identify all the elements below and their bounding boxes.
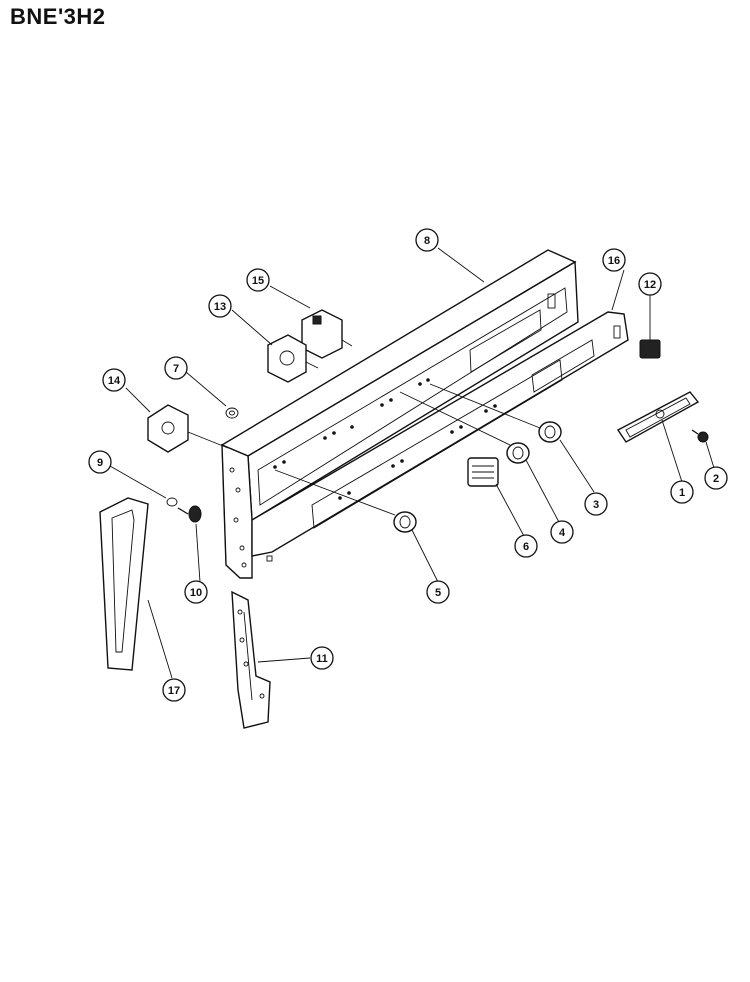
- knob-part-4: [506, 442, 530, 464]
- knob-part-5: [393, 511, 417, 533]
- knob-part-3: [538, 421, 562, 443]
- callout-3: 3: [584, 492, 608, 516]
- callout-label-3: 3: [593, 499, 599, 511]
- callout-13: 13: [208, 294, 232, 318]
- callout-16: 16: [602, 248, 626, 272]
- callout-10: 10: [184, 580, 208, 604]
- callout-label-8: 8: [424, 235, 430, 247]
- callout-label-4: 4: [559, 527, 566, 539]
- callout-9: 9: [88, 450, 112, 474]
- control-panel-part: [220, 249, 579, 579]
- callout-label-11: 11: [316, 653, 328, 665]
- washer-part-9: [166, 497, 178, 507]
- callout-17: 17: [162, 678, 186, 702]
- callout-label-1: 1: [679, 487, 685, 499]
- leader-lines: [109, 247, 715, 679]
- callout-label-9: 9: [97, 457, 103, 469]
- callout-label-16: 16: [608, 255, 620, 267]
- callout-1: 1: [670, 480, 694, 504]
- callout-label-12: 12: [644, 279, 656, 291]
- callout-label-5: 5: [435, 587, 441, 599]
- callout-14: 14: [102, 368, 126, 392]
- switch-part-15: [301, 309, 353, 359]
- callout-7: 7: [164, 356, 188, 380]
- callout-15: 15: [246, 268, 270, 292]
- callout-4: 4: [550, 520, 574, 544]
- bracket-part-11: [231, 590, 271, 729]
- callout-11: 11: [310, 646, 334, 670]
- callout-label-17: 17: [168, 685, 180, 697]
- callout-5: 5: [426, 580, 450, 604]
- callout-8: 8: [415, 228, 439, 252]
- callout-12: 12: [638, 272, 662, 296]
- screw-part-10: [177, 505, 202, 523]
- callout-6: 6: [514, 534, 538, 558]
- callout-2: 2: [704, 466, 728, 490]
- callout-label-15: 15: [252, 275, 264, 287]
- end-trim-part-17: [99, 497, 149, 671]
- screw-part-2: [691, 429, 709, 443]
- trim-strip-part: [251, 311, 629, 562]
- switch-part-14: [147, 404, 229, 453]
- callout-label-10: 10: [190, 587, 202, 599]
- push-button-part-12: [639, 339, 661, 359]
- washer-part-7: [225, 407, 239, 419]
- callout-label-7: 7: [173, 363, 179, 375]
- callout-label-14: 14: [108, 375, 121, 387]
- button-block-part-6: [467, 457, 499, 487]
- callout-label-2: 2: [713, 473, 719, 485]
- callout-label-13: 13: [214, 301, 226, 313]
- diagram-title: BNE'3H2: [10, 4, 106, 29]
- switch-part-13: [267, 334, 319, 383]
- clock-part-1: [616, 391, 700, 443]
- callout-label-6: 6: [523, 541, 529, 553]
